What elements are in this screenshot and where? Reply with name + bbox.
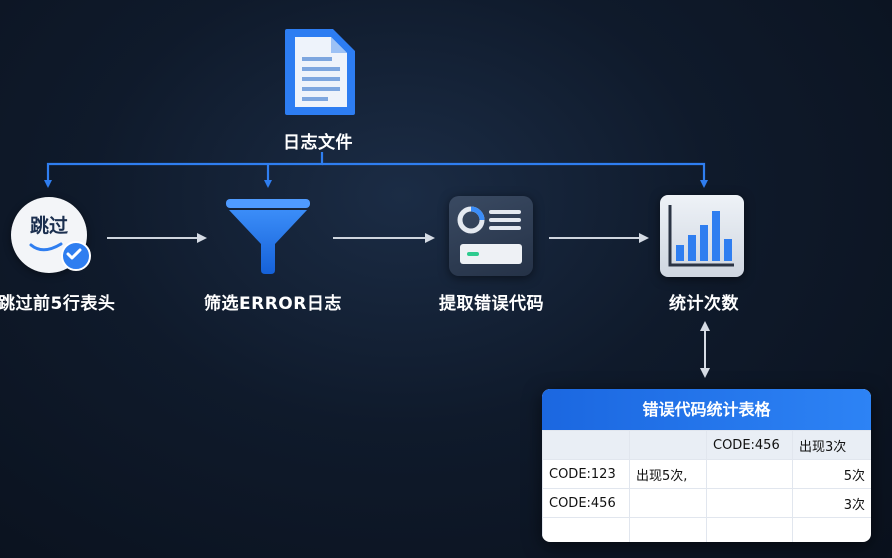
table-row: CODE:123 出现5次, 5次 <box>542 459 871 489</box>
filter-label: 筛选ERROR日志 <box>204 294 342 314</box>
error-code-table: 错误代码统计表格 CODE:456 出现3次 CODE:123 出现5次, 5次… <box>542 389 871 542</box>
table-cell <box>706 517 793 542</box>
table-cell <box>629 430 707 460</box>
extract-label: 提取错误代码 <box>439 294 544 314</box>
branch-connector <box>44 152 324 188</box>
table-cell: 出现3次 <box>792 430 871 460</box>
table-row: CODE:456 3次 <box>542 488 871 518</box>
table-cell <box>706 488 793 518</box>
table-row <box>542 517 871 542</box>
source-label: 日志文件 <box>283 133 353 153</box>
table-cell <box>706 459 793 489</box>
check-icon <box>61 241 91 271</box>
table-title: 错误代码统计表格 <box>542 389 871 430</box>
bar-chart-icon <box>660 195 744 277</box>
table-header-row: CODE:456 出现3次 <box>542 430 871 460</box>
table-cell <box>629 488 707 518</box>
table-cell: 5次 <box>792 459 871 489</box>
table-cell: CODE:456 <box>706 430 793 460</box>
table-cell <box>542 430 630 460</box>
table-cell: 出现5次, <box>629 459 707 489</box>
table-cell: 3次 <box>792 488 871 518</box>
dashboard-card-icon <box>449 196 533 276</box>
table-cell <box>792 517 871 542</box>
table-cell <box>542 517 630 542</box>
table-cell <box>629 517 707 542</box>
skip-label: 跳过前5行表头 <box>0 294 116 314</box>
stats-table: CODE:456 出现3次 CODE:123 出现5次, 5次 CODE:456… <box>542 430 871 542</box>
table-cell: CODE:456 <box>542 488 630 518</box>
stats-label: 统计次数 <box>669 294 739 314</box>
skip-node-icon: 跳过 <box>11 197 91 273</box>
skip-badge-text: 跳过 <box>29 215 68 237</box>
branch-connector <box>322 162 708 188</box>
funnel-icon <box>226 199 310 274</box>
table-cell: CODE:123 <box>542 459 630 489</box>
swoosh-icon <box>29 242 63 252</box>
document-icon <box>285 29 355 115</box>
